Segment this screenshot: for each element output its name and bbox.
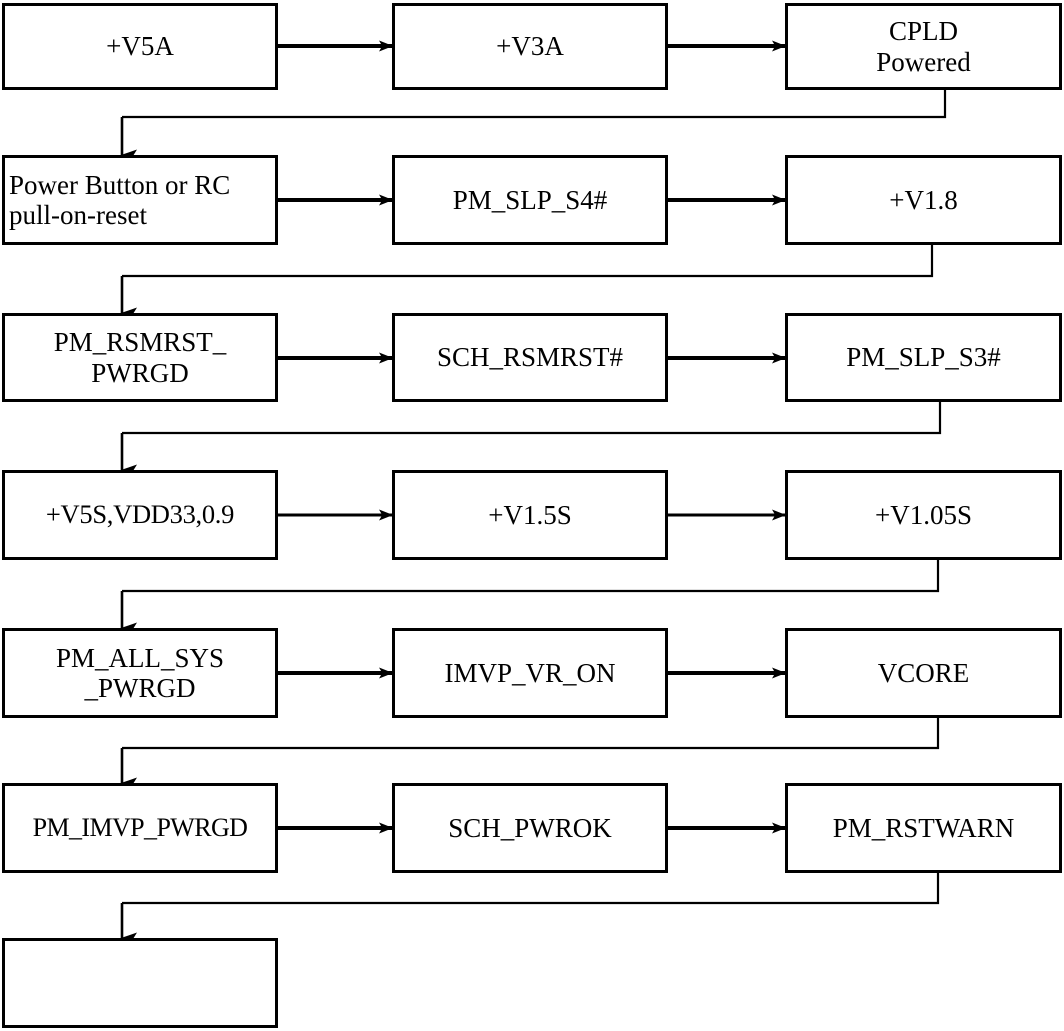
- node-vcore[interactable]: VCORE: [785, 628, 1062, 718]
- node-sch-rsmrst[interactable]: SCH_RSMRST#: [392, 313, 668, 402]
- node-pm-rstwarn-label: PM_RSTWARN: [832, 812, 1015, 843]
- node-v5a[interactable]: +V5A: [2, 3, 278, 90]
- node-pm-imvp-pwrgd-label: PM_IMVP_PWRGD: [32, 813, 248, 843]
- node-v5a-label: +V5A: [106, 31, 174, 62]
- edge-v18-to-rsmrstpwrgd: [122, 245, 934, 278]
- node-vcore-label: VCORE: [877, 657, 970, 688]
- node-pm-slp-s4[interactable]: PM_SLP_S4#: [392, 155, 668, 245]
- node-power-button-or-rc-label: Power Button or RC pull-on-reset: [9, 169, 231, 230]
- node-pm-rstwarn[interactable]: PM_RSTWARN: [785, 783, 1062, 873]
- node-imvp-vr-on-label: IMVP_VR_ON: [444, 657, 616, 688]
- node-cpld-powered-label: CPLD Powered: [876, 16, 971, 77]
- node-v3a[interactable]: +V3A: [392, 3, 668, 90]
- node-sch-pwrok[interactable]: SCH_PWROK: [392, 783, 668, 873]
- node-pm-imvp-pwrgd[interactable]: PM_IMVP_PWRGD: [2, 783, 278, 873]
- node-v1-8[interactable]: +V1.8: [785, 155, 1062, 245]
- node-v3a-label: +V3A: [496, 31, 564, 62]
- node-pm-slp-s3[interactable]: PM_SLP_S3#: [785, 313, 1062, 402]
- node-cpld-powered[interactable]: CPLD Powered: [785, 3, 1062, 90]
- node-imvp-vr-on[interactable]: IMVP_VR_ON: [392, 628, 668, 718]
- node-v1-8-label: +V1.8: [889, 184, 958, 215]
- node-v5s-vdd33-09[interactable]: +V5S,VDD33,0.9: [2, 470, 278, 560]
- node-pm-slp-s3-label: PM_SLP_S3#: [846, 342, 1001, 373]
- node-power-button-or-rc[interactable]: Power Button or RC pull-on-reset: [2, 155, 278, 245]
- node-sch-rsmrst-label: SCH_RSMRST#: [436, 342, 624, 373]
- edge-v105s-to-allsyspwrgd: [122, 560, 940, 593]
- node-v1-5s-label: +V1.5S: [488, 499, 572, 530]
- node-v1-05s-label: +V1.05S: [875, 499, 972, 530]
- node-final-empty[interactable]: [2, 938, 278, 1028]
- edge-cpld-to-powerbutton: [122, 90, 947, 119]
- node-v5s-vdd33-09-label: +V5S,VDD33,0.9: [45, 499, 235, 530]
- node-v1-5s[interactable]: +V1.5S: [392, 470, 668, 560]
- node-pm-slp-s4-label: PM_SLP_S4#: [452, 184, 608, 215]
- node-pm-all-sys-pwrgd-label: PM_ALL_SYS _PWRGD: [55, 642, 225, 703]
- node-pm-rsmrst-pwrgd-label: PM_RSMRST_ PWRGD: [53, 327, 227, 388]
- edge-slps3-to-v5s: [122, 402, 942, 435]
- edge-rstwarn-to-final: [122, 872, 940, 905]
- node-v1-05s[interactable]: +V1.05S: [785, 470, 1062, 560]
- node-pm-rsmrst-pwrgd[interactable]: PM_RSMRST_ PWRGD: [2, 313, 278, 402]
- node-pm-all-sys-pwrgd[interactable]: PM_ALL_SYS _PWRGD: [2, 628, 278, 718]
- node-sch-pwrok-label: SCH_PWROK: [448, 812, 612, 843]
- edge-vcore-to-imvppwrgd: [122, 718, 940, 750]
